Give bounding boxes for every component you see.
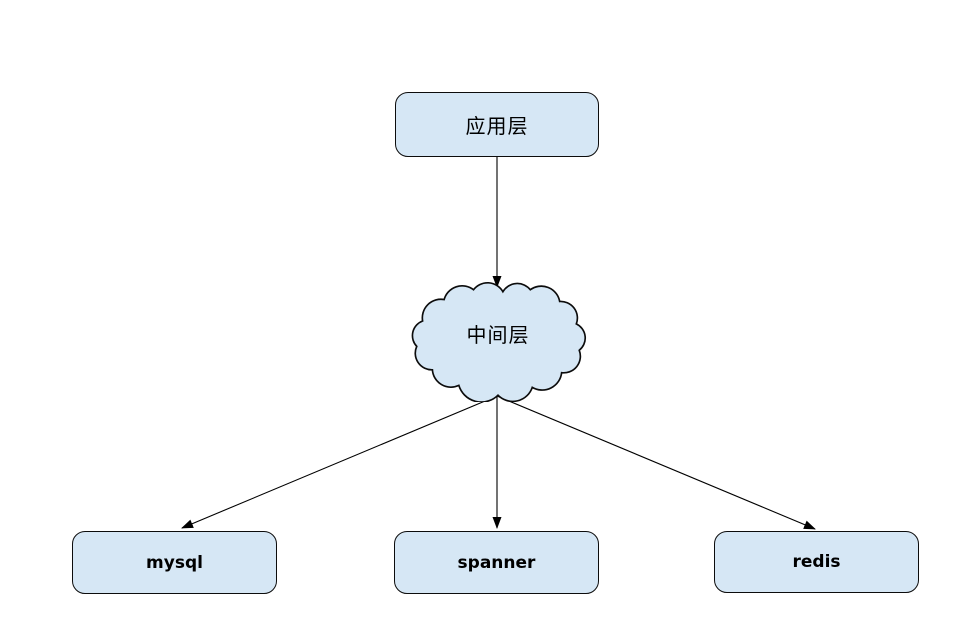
cloud-shape: [411, 282, 586, 402]
node-spanner: spanner: [394, 531, 599, 594]
arrow-middle-to-mysql: [181, 395, 498, 529]
node-app-layer: 应用层: [395, 92, 599, 157]
node-mysql: mysql: [72, 531, 277, 594]
arrow-middle-to-redis: [496, 395, 816, 530]
node-redis: redis: [714, 531, 919, 593]
cloud-outline: [411, 282, 586, 402]
